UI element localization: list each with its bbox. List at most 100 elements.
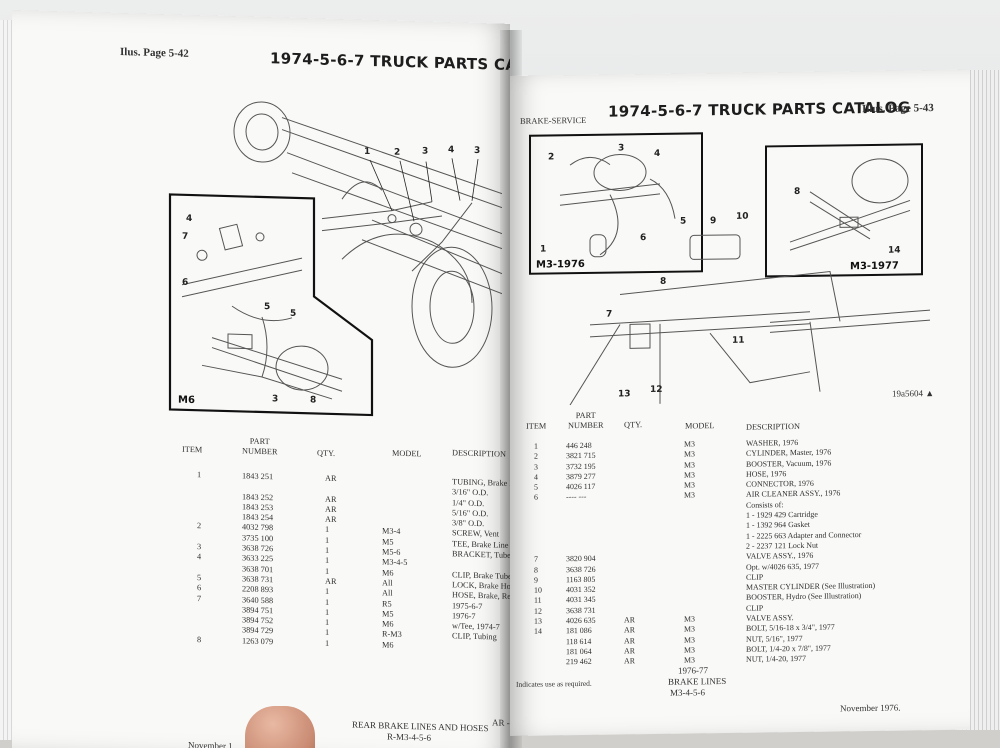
left-col-desc: DESCRIPTION [452,448,506,459]
right-col-model: MODEL [685,421,715,431]
right-row-qty-cell: AR [624,625,635,635]
r-callout-7: 7 [606,310,612,320]
right-row-part-cell: 4031 345 [566,595,596,605]
r-inset-callout-14: 14 [888,246,901,256]
left-row-item-cell: 1 [197,470,202,480]
left-row-model-cell: M3-4 [382,526,401,537]
callout-3b: 3 [474,146,480,156]
right-row-model-cell [684,584,695,594]
left-row-model-cell: M6 [382,640,394,650]
right-row-model-cell [684,542,695,552]
right-row-qty-cell [624,512,635,522]
left-row-item-cell [197,563,201,573]
left-col-model: MODEL [392,448,422,459]
left-row-qty-cell: AR [325,514,337,525]
left-row-part-cell: 3633 225 [242,553,274,564]
right-row-item-cell [534,503,542,513]
left-row-model-cell [382,496,407,507]
left-col-part: PART NUMBER [242,436,278,456]
left-col-qty: QTY. [317,448,336,459]
left-row-part-cell: 2208 893 [242,584,274,595]
left-row-model-cell [382,475,407,486]
callout-7: 7 [182,232,188,242]
right-row-item-cell: 1 [534,441,538,451]
rear-brake-lines-diagram: M6 1 2 3 4 3 4 7 6 5 5 3 8 [168,101,502,417]
left-row-item-cell: 6 [197,583,202,593]
right-row-model-cell [684,501,695,511]
right-row-item-cell: 3 [534,462,538,472]
left-row-item-cell [197,614,201,624]
left-row-item-cell [197,625,201,635]
left-row-item-cell: 8 [197,634,202,645]
right-page: BRAKE-SERVICE 1974-5-6-7 TRUCK PARTS CAT… [510,69,970,736]
callout-5b: 5 [264,302,270,312]
r-callout-4: 4 [654,149,660,159]
callout-4b: 4 [186,214,192,224]
right-col-part: PART NUMBER [568,410,604,430]
right-row-part-cell: 181 064 [566,646,592,657]
r-callout-9: 9 [710,216,716,226]
left-row-model-cell: M5-6 [382,547,401,557]
left-row-part-cell: 1263 079 [242,636,274,647]
right-row-qty-cell [624,595,635,605]
left-row-qty-cell: 1 [325,617,330,628]
right-footnote: Indicates use as required. [516,678,592,689]
label-m3-1976: M3-1976 [536,259,585,271]
r-inset-callout-8: 8 [794,187,800,197]
right-row-model-cell: M3 [684,645,695,655]
left-row-model-cell: M3-4-5 [382,557,408,568]
left-row-item-cell [197,532,201,542]
left-row-qty-cell: 1 [325,587,330,597]
left-row-qty-cell: AR [325,576,337,587]
right-row-item-cell: 8 [534,565,538,575]
right-row-qty-cell [624,543,635,553]
right-row-qty-cell [624,584,635,594]
right-row-item-cell [534,647,542,657]
left-row-qty-cell: 1 [325,607,330,617]
right-row-part-cell [566,544,596,555]
right-row-item-cell: 14 [534,626,542,637]
left-footer-models: R-M3-4-5-6 [387,731,431,743]
right-row-desc-cell: NUT, 1/4-20, 1977 [746,654,806,664]
right-row-part-cell: 446 248 [566,440,592,451]
right-row-part-cell: 4026 117 [566,481,596,492]
right-row-model-cell: M3 [684,635,695,645]
right-row-model-cell: M3 [684,490,695,501]
right-illus-page: Illus. Page 5-43 [862,102,934,116]
left-row-model-cell [382,486,407,497]
right-row-model-cell: M3 [684,470,695,480]
left-row-item-cell [197,501,201,511]
left-row-model-cell: All [382,578,393,588]
right-row-part-cell: 118 614 [566,636,592,646]
left-row-model-cell: M6 [382,568,394,578]
left-row-part-cell: 3640 588 [242,594,274,605]
right-row-part-cell: 3732 195 [566,461,596,471]
right-row-qty-cell [624,471,635,481]
right-row-part-cell: 3821 715 [566,451,596,461]
right-col-item: ITEM [526,421,547,431]
left-row-item-cell [197,491,201,501]
callout-8: 8 [310,395,316,405]
right-row-qty-cell [624,574,635,584]
callout-5: 5 [290,309,296,319]
inset-label-m6: M6 [178,395,195,406]
thumb [245,706,315,748]
right-row-part-cell [566,523,596,534]
right-row-qty-cell [624,492,635,502]
left-row-item-cell: 4 [197,552,202,562]
right-row-model-cell: M3 [684,480,695,490]
right-row-model-cell: M3 [684,449,695,459]
left-row-qty-cell: 1 [325,638,330,648]
right-row-item-cell [534,534,542,544]
right-footer-date: November 1976. [840,702,901,714]
right-footer-title: BRAKE LINES [668,675,727,687]
right-row-item-cell [534,658,542,668]
left-row-item-cell [197,604,201,614]
right-row-part-cell: 3820 904 [566,554,596,564]
right-row-qty-cell [624,440,635,450]
r-callout-11: 11 [732,336,745,346]
left-row-qty-cell: 1 [325,525,330,535]
right-row-qty-cell: AR [624,656,635,666]
left-row-part-cell: 1843 251 [242,471,274,482]
